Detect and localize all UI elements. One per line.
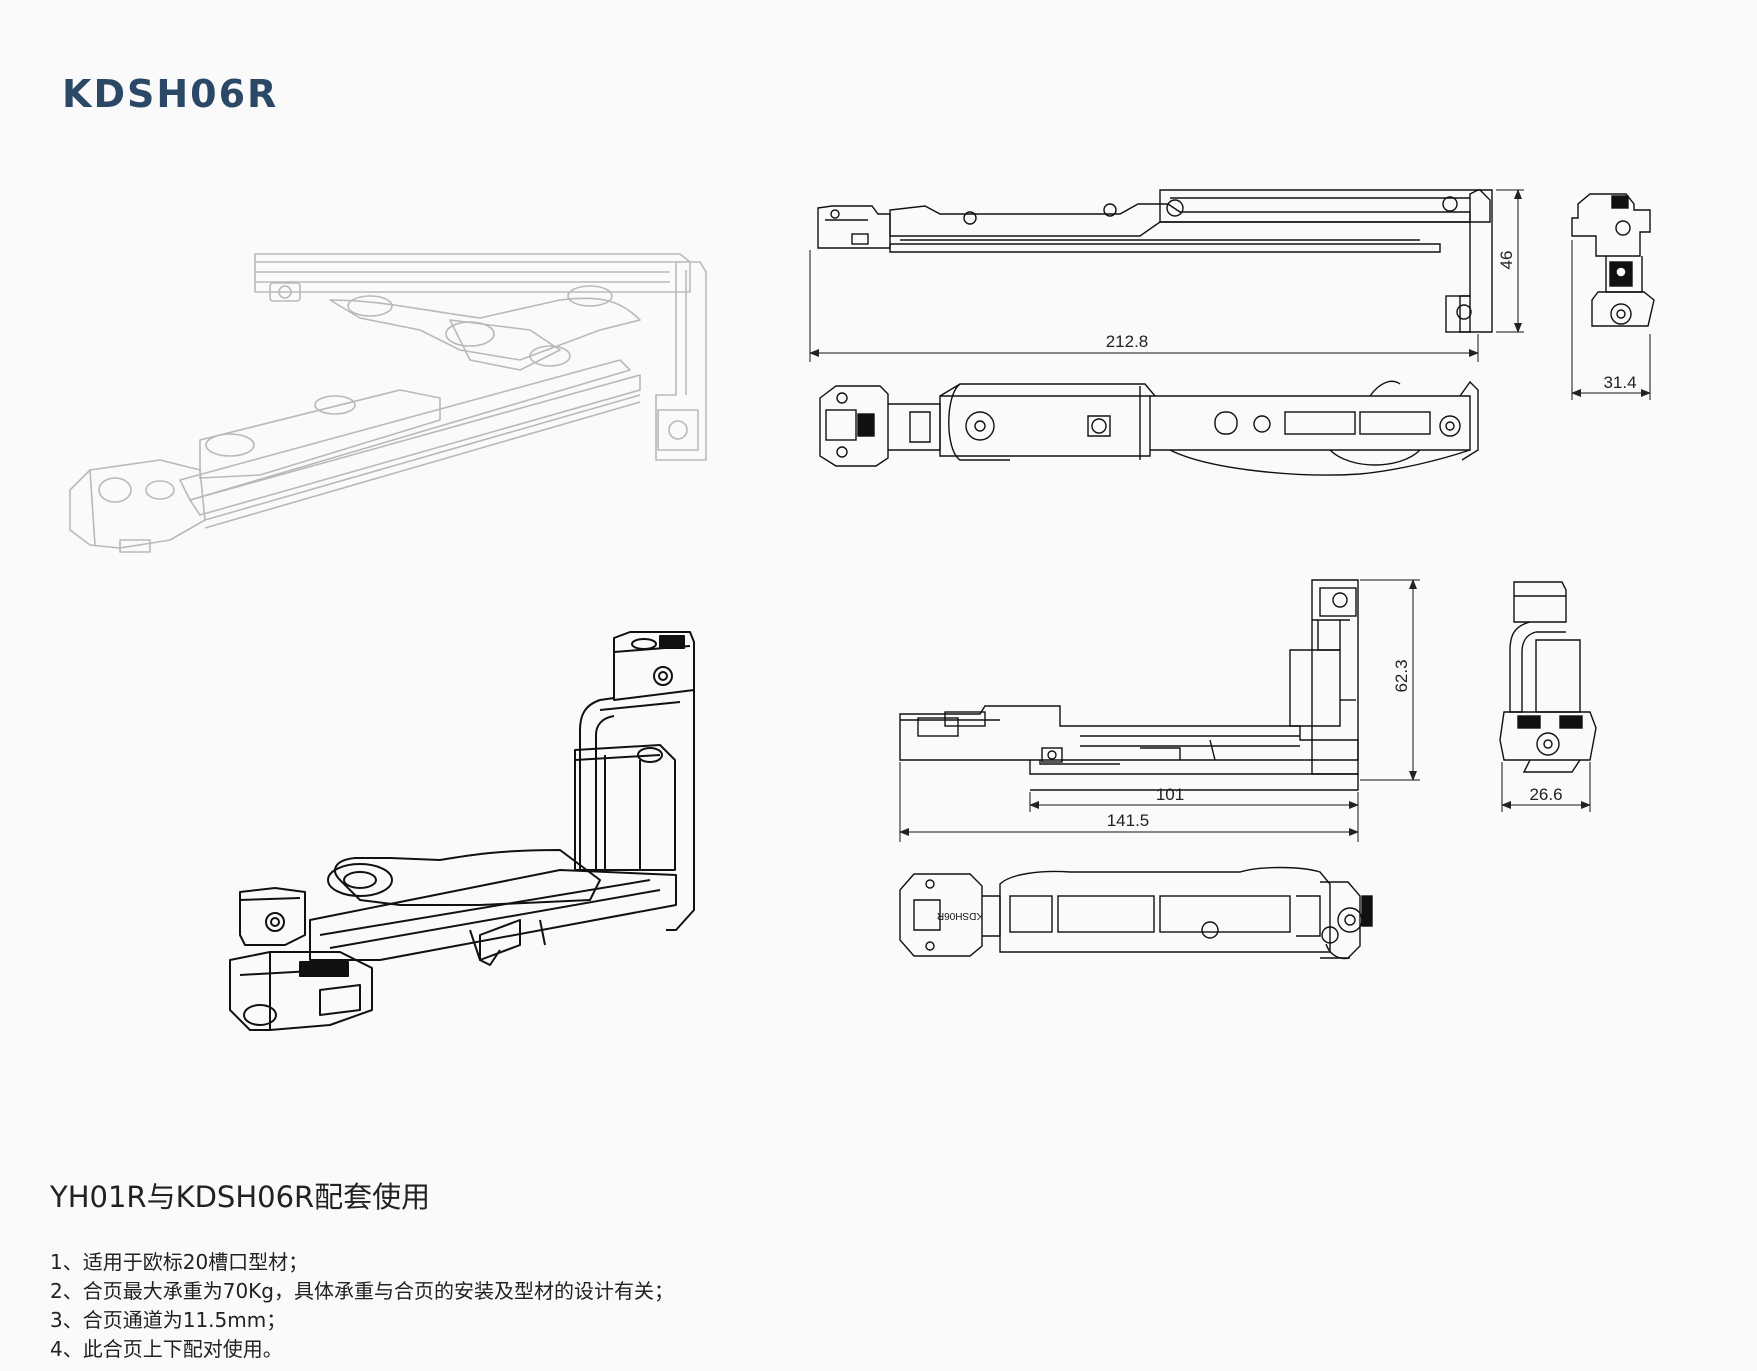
usage-note: 3、合页通道为11.5mm；	[50, 1308, 287, 1332]
usage-note: 2、合页最大承重为70Kg，具体承重与合页的安装及型材的设计有关；	[50, 1279, 674, 1303]
usage-title: YH01R与KDSH06R配套使用	[50, 1180, 431, 1214]
dim-front-total-width: 141.5	[1107, 811, 1150, 830]
part-marking-text: KDSH06R	[937, 910, 983, 921]
plan-view	[819, 380, 1479, 476]
end-view-top	[1571, 193, 1655, 400]
iso-view-dark	[229, 631, 695, 1031]
end-view-bottom	[1499, 581, 1597, 812]
usage-note: 4、此合页上下配对使用。	[50, 1337, 283, 1361]
dim-top-width: 212.8	[1106, 332, 1149, 351]
top-view	[809, 189, 1524, 362]
dim-front-height: 62.3	[1392, 659, 1411, 692]
product-model-title: KDSH06R	[62, 72, 279, 116]
dim-end-bottom-width: 26.6	[1529, 785, 1562, 804]
usage-notes-list: 1、适用于欧标20槽口型材； 2、合页最大承重为70Kg，具体承重与合页的安装及…	[50, 1248, 674, 1364]
dim-top-height: 46	[1497, 251, 1516, 270]
front-view	[899, 579, 1420, 842]
iso-view-light	[69, 253, 707, 553]
dim-end-top-width: 31.4	[1603, 373, 1636, 392]
bottom-plan-view	[899, 866, 1373, 960]
dim-front-inner-width: 101	[1156, 785, 1184, 804]
usage-note: 1、适用于欧标20槽口型材；	[50, 1250, 309, 1274]
